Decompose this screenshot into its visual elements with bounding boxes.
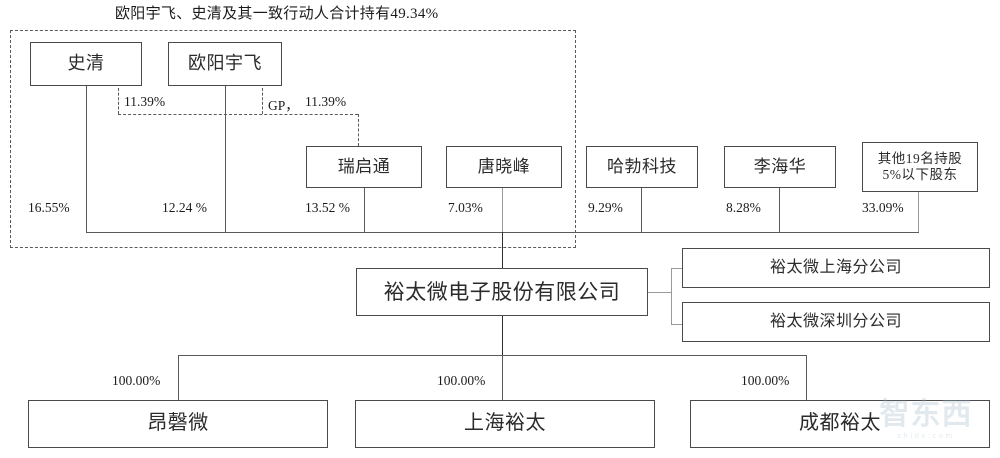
branch-box-shenzhen[interactable]: 裕太微深圳分公司: [682, 302, 990, 342]
shareholder-label-others-line2: 5%以下股东: [882, 167, 958, 182]
link-subsidiary-shanghaiyutai: [502, 355, 503, 400]
pct-ruiqitong: 13.52 %: [305, 200, 350, 215]
subsidiary-box-chengduyutai[interactable]: 成都裕太: [690, 400, 990, 448]
pct-subsidiary-angpanwei: 100.00%: [112, 373, 161, 388]
pct-others: 33.09%: [862, 200, 904, 215]
link-ouyangyufei-direct: [225, 86, 226, 232]
pct-shiqing-lp: 11.39%: [124, 94, 166, 109]
shareholder-label-shiqing: 史清: [67, 53, 105, 74]
pct-subsidiary-chengduyutai: 100.00%: [741, 373, 790, 388]
shareholder-label-habo: 哈勃科技: [607, 156, 677, 176]
pct-ouyangyufei-gp: 11.39%: [305, 94, 347, 109]
shareholder-box-ruiqitong[interactable]: 瑞启通: [306, 146, 422, 188]
pct-lihaihua: 8.28%: [726, 200, 761, 215]
branch-connector-arm-shenzhen: [671, 324, 683, 325]
link-subsidiary-angpanwei: [178, 355, 179, 400]
pct-tangxiaofeng: 7.03%: [448, 200, 483, 215]
company-label: 裕太微电子股份有限公司: [383, 279, 621, 304]
subsidiary-label-angpanwei: 昂磬微: [147, 412, 209, 435]
branch-connector-arm-shanghai: [671, 268, 683, 269]
branch-label-shenzhen: 裕太微深圳分公司: [769, 312, 902, 330]
shareholder-label-ouyangyufei: 欧阳宇飞: [188, 53, 262, 74]
shareholder-box-habo[interactable]: 哈勃科技: [586, 146, 698, 188]
dashed-rail-indirect: [118, 114, 358, 115]
subsidiary-box-angpanwei[interactable]: 昂磬微: [28, 400, 328, 448]
concert-party-dashed-boundary: [10, 30, 576, 248]
shareholder-box-ouyangyufei[interactable]: 欧阳宇飞: [168, 42, 282, 86]
link-subsidiary-chengduyutai: [806, 355, 807, 400]
link-company-to-subsidiary-bus: [502, 316, 503, 355]
link-bus-to-company: [502, 232, 503, 268]
dashed-link-to-ruiqitong: [358, 114, 359, 146]
link-tangxiaofeng: [502, 188, 503, 232]
link-ruiqitong: [364, 188, 365, 232]
subsidiary-label-chengduyutai: 成都裕太: [799, 412, 881, 435]
link-shiqing-direct: [86, 86, 87, 232]
pct-ouyangyufei-gp-role: GP，: [268, 98, 299, 113]
shareholder-label-tangxiaofeng: 唐晓峰: [477, 156, 531, 176]
branch-label-shanghai: 裕太微上海分公司: [769, 258, 902, 276]
shareholder-box-lihaihua[interactable]: 李海华: [724, 146, 836, 188]
subsidiary-bus-line: [178, 355, 806, 356]
shareholder-label-ruiqitong: 瑞启通: [337, 156, 391, 176]
dashed-stub-shiqing-lp: [118, 88, 119, 114]
subsidiary-box-shanghaiyutai[interactable]: 上海裕太: [355, 400, 655, 448]
shareholder-box-shiqing[interactable]: 史清: [30, 42, 142, 86]
link-lihaihua: [779, 188, 780, 232]
pct-shiqing-direct: 16.55%: [28, 200, 70, 215]
pct-subsidiary-shanghaiyutai: 100.00%: [437, 373, 486, 388]
branch-box-shanghai[interactable]: 裕太微上海分公司: [682, 248, 990, 288]
branch-connector-stub: [648, 292, 672, 293]
link-others: [918, 192, 919, 232]
shareholder-label-lihaihua: 李海华: [753, 156, 807, 176]
pct-habo: 9.29%: [588, 200, 623, 215]
pct-ouyangyufei-direct: 12.24 %: [162, 200, 207, 215]
shareholder-box-others[interactable]: 其他19名持股 5%以下股东: [862, 142, 978, 192]
link-habo: [641, 188, 642, 232]
branch-connector-spine: [671, 268, 672, 324]
diagram-title: 欧阳宇飞、史清及其一致行动人合计持有49.34%: [115, 6, 439, 22]
dashed-stub-ouyangyufei-gp: [262, 88, 263, 114]
subsidiary-label-shanghaiyutai: 上海裕太: [464, 412, 546, 435]
company-box-yutaiwei[interactable]: 裕太微电子股份有限公司: [356, 268, 648, 316]
shareholder-label-others-line1: 其他19名持股: [877, 151, 963, 167]
shareholder-box-tangxiaofeng[interactable]: 唐晓峰: [446, 146, 562, 188]
